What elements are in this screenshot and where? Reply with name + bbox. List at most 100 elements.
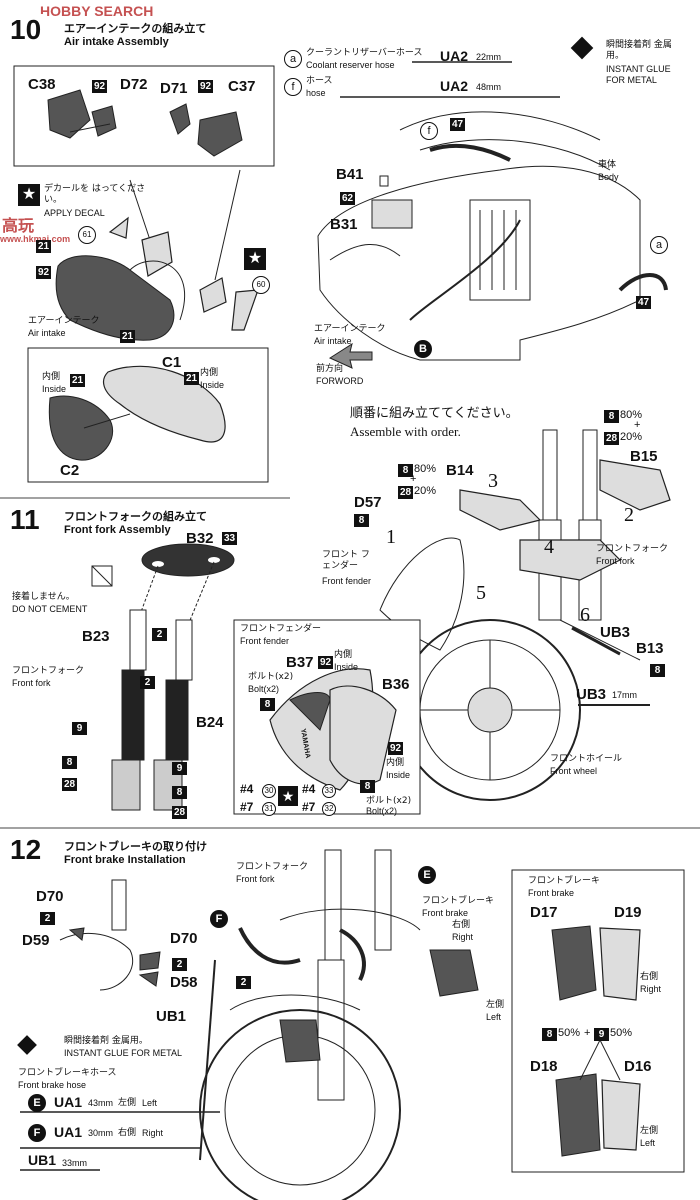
fender-inset-title-en: Front fender [240, 636, 290, 646]
inset-inside-en-left: Inside [42, 384, 67, 394]
paint-92-d: 92 [318, 656, 333, 669]
step-12-title-en: Front brake Installation [64, 854, 186, 866]
brake-left-jp: 左側 [486, 1000, 505, 1010]
part-b23: B23 [82, 628, 110, 645]
circle-f-legend: f [284, 78, 302, 96]
order-1: 1 [386, 526, 396, 548]
fender-bolt2-en: Bolt(x2) [366, 806, 398, 816]
watermark-side-top: 高玩 [2, 218, 35, 235]
paint-8-c: 8 [354, 514, 369, 527]
fender-inside2-jp: 内側 [386, 758, 405, 768]
mix3-plus: + [584, 1027, 591, 1039]
paint-92-b: 92 [198, 80, 213, 93]
inset-inside-jp-right: 内側 [200, 368, 219, 378]
part-b14: B14 [446, 462, 474, 479]
brake-hose-en: Front brake hose [18, 1080, 87, 1090]
body-label-en: Body [598, 172, 619, 182]
part-ub3: UB3 [600, 624, 631, 641]
fender-inside-en: Inside [334, 662, 359, 672]
fork-label-en: Front fork [12, 678, 51, 688]
fender-label-en: Front fender [322, 576, 372, 586]
part-b13: B13 [636, 640, 664, 657]
decal-note-en: APPLY DECAL [44, 208, 105, 218]
fender-label-jp: フロント フェンダー [322, 550, 370, 571]
hose-a-en: Coolant reserver hose [306, 60, 395, 70]
mix1-b-pct: 20% [414, 485, 437, 497]
order-4: 4 [544, 536, 554, 558]
order-5: 5 [476, 582, 486, 604]
step-10-title-en: Air intake Assembly [64, 36, 169, 48]
hose-e-circle: E [28, 1094, 46, 1112]
part-c2: C2 [60, 462, 80, 479]
part-d17: D17 [530, 904, 558, 921]
paint-21-c: 21 [184, 372, 199, 385]
inset-left-en: Left [640, 1138, 656, 1148]
part-d72: D72 [120, 76, 148, 93]
paint-62: 62 [340, 192, 355, 205]
hose-a-length: 22mm [476, 52, 502, 62]
body-label-jp: 車体 [598, 160, 617, 170]
decal-star-icon-2: ★ [244, 248, 266, 270]
paint-2-e: 2 [236, 976, 251, 989]
mix2-b-pct: 20% [620, 431, 643, 443]
circle-f-body: f [420, 122, 438, 140]
brake-label-jp: フロントブレーキ [422, 896, 495, 906]
circle-B: B [414, 340, 432, 358]
brake-inset-title-jp: フロントブレーキ [528, 876, 601, 886]
order-3: 3 [488, 470, 498, 492]
hose-a-code: UA2 [440, 48, 469, 64]
mix3-b-pct: 50% [610, 1027, 633, 1039]
part-b32: B32 [186, 530, 214, 547]
step-11-number: 11 [10, 504, 46, 536]
fork-label-12-jp: フロントフォーク [236, 862, 309, 872]
hose-f-jp: ホース [306, 76, 333, 86]
glue-note-12-en: INSTANT GLUE FOR METAL [64, 1048, 183, 1058]
paint-8-d: 8 [650, 664, 665, 677]
glue-note-en: INSTANT GLUE FOR METAL [606, 64, 671, 85]
step-12-title-jp: フロントブレーキの取り付け [64, 840, 207, 853]
decal-32: 32 [322, 802, 336, 816]
step-10-number: 10 [10, 14, 46, 46]
watermark-side-bottom: www.hkmai.com [0, 234, 71, 244]
order-6: 6 [580, 604, 590, 626]
hose-f-code: UA2 [440, 78, 469, 94]
hose-ub1-code: UB1 [28, 1152, 57, 1168]
paint-8-f: 8 [360, 780, 375, 793]
fork2-label-en: Front fork [596, 556, 635, 566]
air-intake-label-en: Air intake [28, 328, 66, 338]
decal-7-a: #7 [240, 800, 254, 814]
paint-21: 21 [36, 240, 51, 253]
fender-inset-title-jp: フロントフェンダー [240, 624, 322, 634]
step-11-title-jp: フロントフォークの組み立て [64, 510, 207, 523]
hose-f-length: 48mm [476, 82, 502, 92]
inset-right-jp: 右側 [640, 972, 659, 982]
decal-7-b: #7 [302, 800, 316, 814]
mix1-b: 28 [398, 486, 413, 499]
decal-31: 31 [262, 802, 276, 816]
part-d19: D19 [614, 904, 642, 921]
hose-a-jp: クーラントリザーバーホース [306, 48, 423, 58]
part-b15: B15 [630, 448, 658, 465]
paint-2: 2 [152, 628, 167, 641]
brake-right-en: Right [452, 932, 474, 942]
part-b37: B37 [286, 654, 314, 671]
fender-bolt-jp: ボルト(x2) [248, 672, 294, 682]
part-d59: D59 [22, 932, 50, 949]
hose-f-code-12: UA1 [54, 1124, 83, 1140]
circle-E: E [418, 866, 436, 884]
circle-F: F [210, 910, 228, 928]
part-b31: B31 [330, 216, 358, 233]
brake-hose-jp: フロントブレーキホース [18, 1068, 117, 1078]
ub3-length-code: UB3 [576, 686, 607, 703]
paint-8: 8 [62, 756, 77, 769]
air-intake2-jp: エアーインテーク [314, 324, 386, 334]
mix3-a-pct: 50% [558, 1027, 581, 1039]
forward-jp: 前方向 [316, 364, 344, 374]
part-d71: D71 [160, 80, 188, 97]
fender-bolt2-jp: ボルト(x2) [366, 796, 412, 806]
part-c1: C1 [162, 354, 182, 371]
paint-28-b: 28 [172, 806, 187, 819]
part-d70-b: D70 [170, 930, 198, 947]
inset-inside-jp-left: 内側 [42, 372, 61, 382]
